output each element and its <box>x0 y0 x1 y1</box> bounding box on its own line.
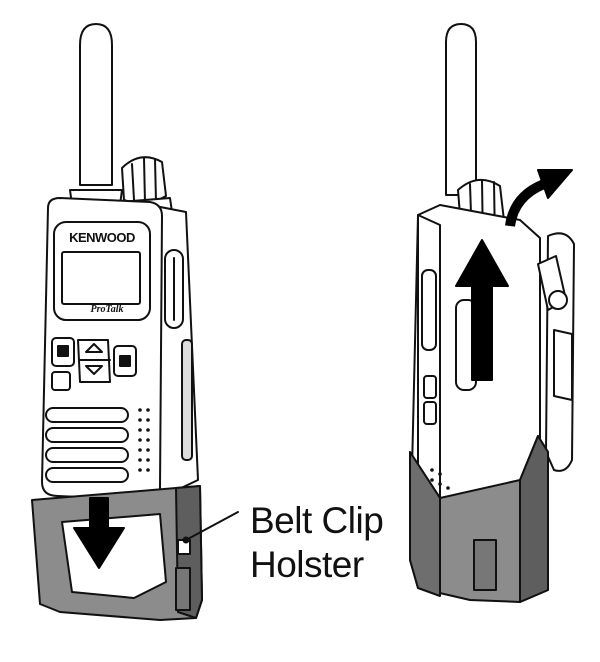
insert-down-arrow-icon <box>73 497 125 569</box>
radio-brand-logo: KENWOOD <box>69 230 135 245</box>
right-belt-clip <box>537 232 575 472</box>
left-side-jack <box>181 339 193 461</box>
callout-dot <box>182 536 190 544</box>
left-radio <box>41 23 199 501</box>
radio-model-logo: ProTalk <box>90 304 124 315</box>
left-antenna <box>69 23 123 206</box>
callout-label-line1: Belt Clip <box>250 500 384 541</box>
right-radio <box>411 23 541 583</box>
left-lcd <box>61 251 141 305</box>
left-speaker-grill <box>45 407 150 483</box>
unclip-curved-arrow-icon <box>505 169 573 227</box>
left-keypad <box>51 337 137 391</box>
left-holster <box>31 485 203 621</box>
callout-label-line2: Holster <box>250 544 364 585</box>
remove-up-arrow-icon <box>455 239 509 381</box>
callout-leader-line <box>185 511 239 541</box>
right-antenna <box>445 23 477 196</box>
right-holster <box>409 435 549 603</box>
